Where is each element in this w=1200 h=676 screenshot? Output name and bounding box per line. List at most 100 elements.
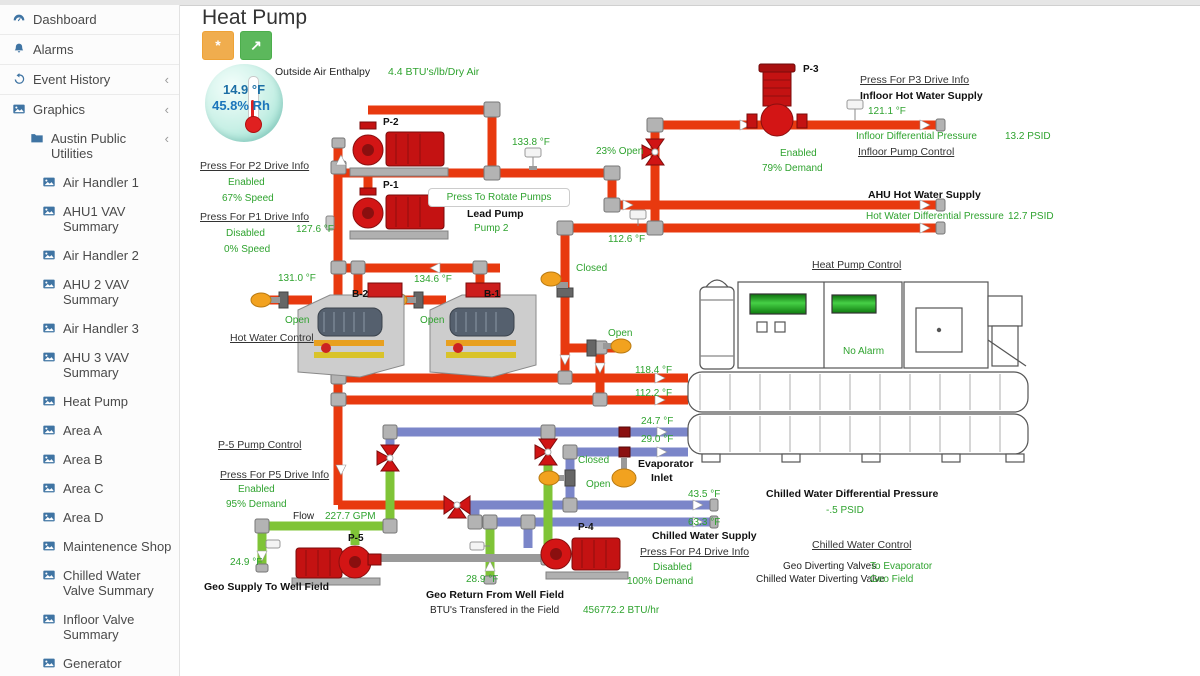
- image-icon: [42, 248, 58, 262]
- cw-valve-closed: Closed: [578, 455, 610, 466]
- valve-ahu-diverting: [641, 138, 665, 166]
- sidebar-item-ahu-3-vav-summary[interactable]: AHU 3 VAV Summary: [0, 343, 179, 387]
- temp-121-1: 121.1 °F: [868, 106, 906, 117]
- sidebar-item-label: Area D: [63, 510, 104, 525]
- temp-118-4: 118.4 °F: [635, 365, 673, 376]
- link-p2-drive-info[interactable]: Press For P2 Drive Info: [200, 160, 310, 172]
- geo-supply-label: Geo Supply To Well Field: [204, 581, 330, 593]
- sensor-1126: [629, 209, 647, 226]
- p5-status: Enabled: [238, 484, 275, 495]
- link-p5-pump-control[interactable]: P-5 Pump Control: [218, 439, 302, 451]
- valve-hot-bypass-closed: [540, 271, 574, 298]
- sidebar-item-label: Graphics: [33, 102, 86, 117]
- link-heat-pump-control[interactable]: Heat Pump Control: [812, 259, 902, 271]
- valve-chilled-bypass: [538, 469, 576, 487]
- sidebar-item-ahu-2-vav-summary[interactable]: AHU 2 VAV Summary: [0, 270, 179, 314]
- sidebar-item-label: Maintenence Shop: [63, 539, 172, 554]
- cw-dp-label: Chilled Water Differential Pressure: [766, 488, 939, 500]
- image-icon: [42, 423, 58, 437]
- btu-label: BTU's Transfered in the Field: [430, 605, 560, 616]
- sidebar-item-generator[interactable]: Generator: [0, 649, 179, 676]
- evaporator-inlet-label-1: Evaporator: [638, 458, 694, 470]
- export-button[interactable]: ↗: [240, 31, 272, 60]
- image-icon: [42, 539, 58, 553]
- geo-diverting-label: Geo Diverting Valves: [783, 561, 877, 572]
- sidebar-item-area-c[interactable]: Area C: [0, 474, 179, 503]
- tag-p1: P-1: [383, 180, 399, 191]
- sidebar-item-dashboard[interactable]: Dashboard: [0, 5, 179, 34]
- sidebar-item-area-d[interactable]: Area D: [0, 503, 179, 532]
- infloor-supply-label: Infloor Hot Water Supply: [860, 90, 983, 102]
- link-p1-drive-info[interactable]: Press For P1 Drive Info: [200, 211, 310, 223]
- sidebar-item-label: Air Handler 2: [63, 248, 139, 263]
- temp-43-5: 43.5 °F: [688, 489, 721, 500]
- infloor-dp-value: 13.2 PSID: [1005, 131, 1051, 142]
- link-p5-drive-info[interactable]: Press For P5 Drive Info: [220, 469, 330, 481]
- valve-geo-supply-diverting: [376, 444, 400, 472]
- no-alarm-status: No Alarm: [843, 346, 885, 357]
- dashboard-icon: [12, 12, 28, 26]
- sidebar-item-label: Infloor Valve Summary: [63, 612, 135, 642]
- rotate-pumps-button[interactable]: Press To Rotate Pumps: [428, 188, 570, 207]
- link-p3-drive-info[interactable]: Press For P3 Drive Info: [860, 74, 970, 86]
- pump-p3: [746, 63, 808, 137]
- p4-demand: 100% Demand: [627, 576, 694, 587]
- sidebar-item-air-handler-3[interactable]: Air Handler 3: [0, 314, 179, 343]
- external-link-icon: ↗: [250, 37, 262, 53]
- folder-icon: [30, 131, 46, 145]
- sidebar-item-area-a[interactable]: Area A: [0, 416, 179, 445]
- temp-112-2: 112.2 °F: [635, 388, 673, 399]
- top-strip: [0, 0, 1200, 6]
- sidebar-item-austin-public-utilities[interactable]: Austin Public Utilities‹: [0, 124, 179, 168]
- home-button[interactable]: *: [202, 31, 234, 60]
- sidebar-item-maintenence-shop[interactable]: Maintenence Shop: [0, 532, 179, 561]
- p3-demand: 79% Demand: [762, 163, 823, 174]
- tag-p2: P-2: [383, 117, 399, 128]
- valve-geo-return-diverting: [534, 438, 558, 466]
- geo-diverting-value: To Evaporator: [870, 561, 933, 572]
- sidebar-item-label: Austin Public Utilities: [51, 131, 127, 161]
- sidebar-item-graphics[interactable]: Graphics‹: [0, 94, 179, 124]
- outside-air-rh: 45.8% Rh: [212, 98, 270, 113]
- flow-label: Flow: [293, 511, 315, 522]
- cw-diverting-label: Chilled Water Diverting Valve: [756, 574, 885, 585]
- chevron-left-icon: ‹: [164, 72, 169, 87]
- sidebar-item-label: Air Handler 1: [63, 175, 139, 190]
- infloor-dp-label: Infloor Differential Pressure: [856, 131, 977, 142]
- temp-24-7: 24.7 °F: [641, 416, 674, 427]
- link-hot-water-control[interactable]: Hot Water Control: [230, 332, 314, 344]
- sidebar-item-infloor-valve-summary[interactable]: Infloor Valve Summary: [0, 605, 179, 649]
- evaporator-inlet-label-2: Inlet: [651, 472, 673, 484]
- sidebar-item-heat-pump[interactable]: Heat Pump: [0, 387, 179, 416]
- sidebar-item-chilled-water-valve-summary[interactable]: Chilled Water Valve Summary: [0, 561, 179, 605]
- sidebar-item-label: AHU1 VAV Summary: [63, 204, 126, 234]
- sidebar-item-ahu1-vav-summary[interactable]: AHU1 VAV Summary: [0, 197, 179, 241]
- link-chilled-water-control[interactable]: Chilled Water Control: [812, 539, 912, 551]
- pipes-hot-water: [268, 105, 940, 510]
- sidebar-item-air-handler-1[interactable]: Air Handler 1: [0, 168, 179, 197]
- p1-status: Disabled: [226, 228, 265, 239]
- enthalpy-value: 4.4 BTU's/lb/Dry Air: [388, 66, 480, 78]
- sidebar-item-alarms[interactable]: Alarms: [0, 34, 179, 64]
- sidebar-item-event-history[interactable]: Event History‹: [0, 64, 179, 94]
- sidebar-item-label: AHU 3 VAV Summary: [63, 350, 129, 380]
- link-infloor-pump-control[interactable]: Infloor Pump Control: [858, 146, 955, 158]
- image-icon: [42, 481, 58, 495]
- link-p4-drive-info[interactable]: Press For P4 Drive Info: [640, 546, 750, 558]
- sidebar-item-area-b[interactable]: Area B: [0, 445, 179, 474]
- sidebar-item-label: Air Handler 3: [63, 321, 139, 336]
- sidebar-item-label: Generator: [63, 656, 122, 671]
- btu-value: 456772.2 BTU/hr: [583, 605, 660, 616]
- p2-speed: 67% Speed: [222, 193, 274, 204]
- b1-valve-open: Open: [420, 315, 445, 326]
- temp-131-0: 131.0 °F: [278, 273, 316, 284]
- bell-icon: [12, 42, 28, 56]
- sidebar-item-label: Area B: [63, 452, 103, 467]
- sidebar-item-label: Heat Pump: [63, 394, 129, 409]
- lead-pump-value: Pump 2: [474, 223, 509, 234]
- temp-29-0: 29.0 °F: [641, 434, 674, 445]
- sidebar-item-air-handler-2[interactable]: Air Handler 2: [0, 241, 179, 270]
- image-icon: [42, 568, 58, 582]
- boiler-b1: [429, 282, 537, 378]
